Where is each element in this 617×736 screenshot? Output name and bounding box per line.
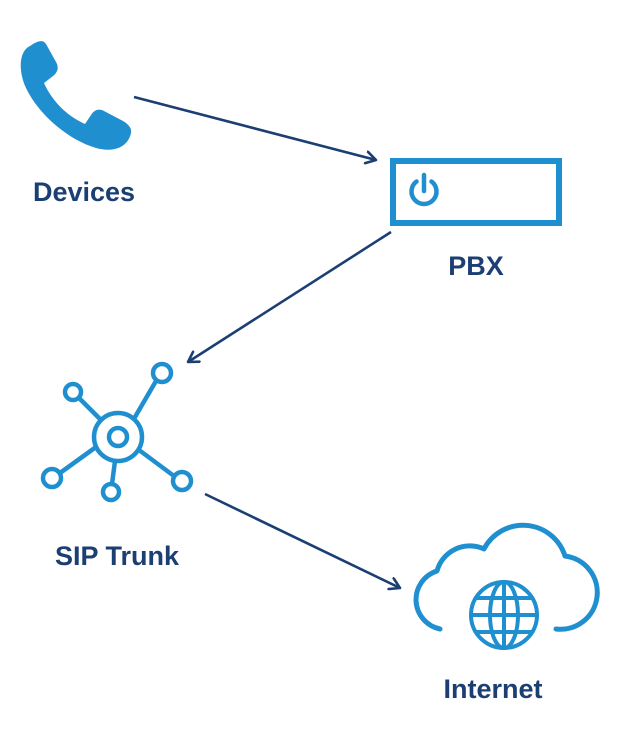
globe-icon — [469, 580, 539, 650]
edge-devices-to-pbx — [133, 95, 376, 160]
power-icon — [409, 172, 439, 207]
node-label-internet: Internet — [443, 674, 543, 704]
node-label-sip-trunk: SIP Trunk — [54, 541, 180, 571]
edge-pbx-to-sip-trunk — [188, 230, 392, 362]
phone-icon — [20, 41, 132, 150]
edge-sip-trunk-to-internet — [204, 492, 400, 588]
node-label-pbx: PBX — [448, 251, 504, 281]
cloud-globe-icon — [413, 522, 600, 650]
cloud-icon — [413, 522, 600, 632]
network-hub-icon — [40, 361, 194, 503]
node-label-devices: Devices — [32, 177, 136, 207]
pbx-device-icon — [390, 158, 562, 226]
